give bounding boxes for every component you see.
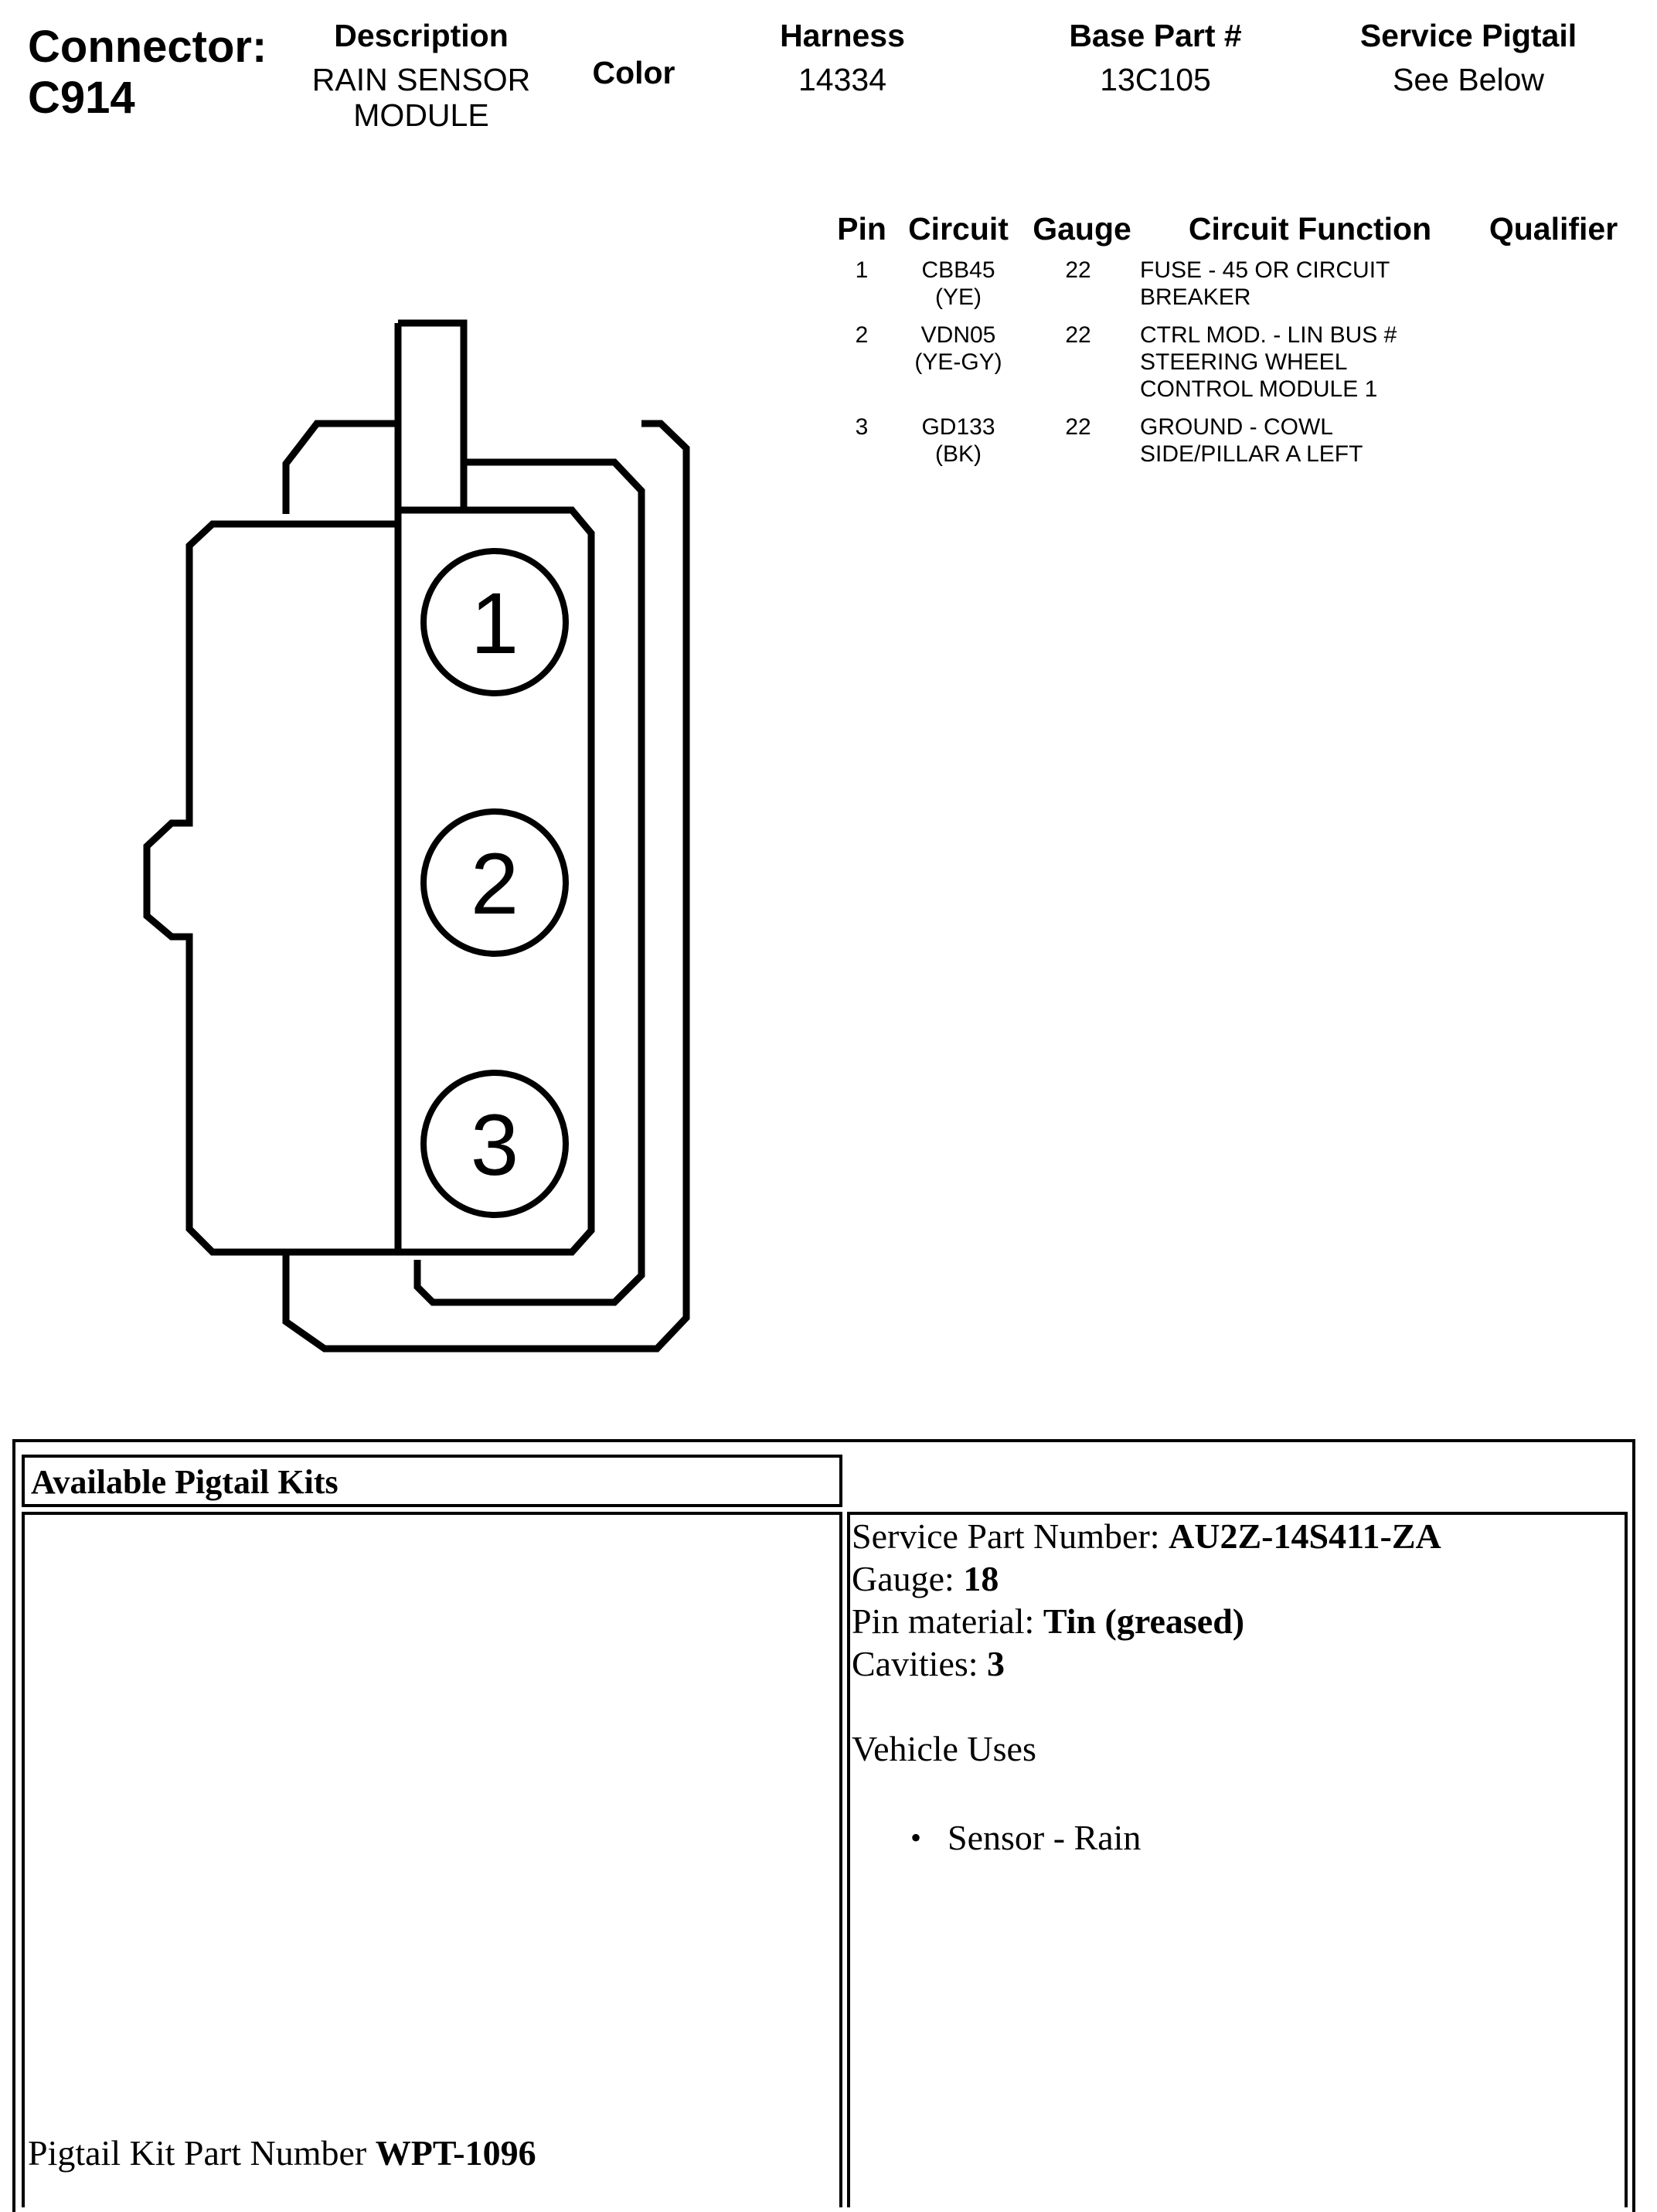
circuit-color: (BK)	[935, 441, 982, 467]
pin-label-2: 2	[471, 835, 519, 932]
function-line: GROUND - COWL	[1140, 414, 1333, 440]
section-title: Available Pigtail Kits	[22, 1455, 842, 1507]
pin-label-3: 3	[471, 1097, 519, 1193]
connector-id: C914	[28, 73, 135, 123]
circuit-function-header: Circuit Function	[1188, 211, 1432, 247]
pin-number: 3	[855, 414, 869, 440]
pin-material-line: Pin material: Tin (greased)	[852, 1600, 1617, 1642]
color-label: Color	[592, 55, 675, 90]
pin-number: 2	[855, 322, 869, 348]
circuit-code: GD133	[921, 414, 995, 440]
pin-material-value: Tin (greased)	[1043, 1601, 1245, 1641]
pin-cavity-1	[420, 548, 569, 696]
pigtail-image-panel	[22, 1512, 842, 2207]
connector-face-diagram: 1 2 3	[143, 319, 690, 1353]
gauge-line: Gauge: 18	[852, 1557, 1617, 1600]
function-line: SIDE/PILLAR A LEFT	[1140, 441, 1363, 467]
description-value: RAIN SENSOR MODULE	[311, 62, 531, 133]
function-line: BREAKER	[1140, 284, 1251, 310]
kit-part-label: Pigtail Kit Part Number	[28, 2133, 376, 2173]
circuit-code: VDN05	[920, 322, 996, 348]
service-pigtail-label: Service Pigtail	[1359, 18, 1577, 53]
gauge-header: Gauge	[1033, 211, 1131, 247]
pin-material-label: Pin material:	[852, 1601, 1043, 1641]
gauge-label: Gauge:	[852, 1559, 964, 1598]
service-pigtail-value: See Below	[1392, 62, 1544, 97]
service-part-label: Service Part Number:	[852, 1516, 1169, 1556]
base-part-label: Base Part #	[1069, 18, 1242, 53]
gauge-value: 22	[1065, 322, 1091, 348]
pin-cavity-3	[420, 1070, 569, 1218]
function-line: STEERING WHEEL	[1140, 349, 1348, 375]
harness-label: Harness	[780, 18, 905, 53]
circuit-color: (YE-GY)	[914, 349, 1002, 375]
upper-lip	[282, 420, 645, 1306]
kit-part-number: Pigtail Kit Part Number WPT-1096	[28, 2132, 832, 2174]
service-part-value: AU2Z-14S411-ZA	[1169, 1516, 1441, 1556]
vehicle-use-item: Sensor - Rain	[852, 1816, 1617, 1859]
pin-number: 1	[855, 257, 869, 283]
cavities-label: Cavities:	[852, 1644, 988, 1683]
function-line: FUSE - 45 OR CIRCUIT	[1140, 257, 1390, 283]
circuit-function: CTRL MOD. - LIN BUS # STEERING WHEEL CON…	[1140, 322, 1465, 403]
service-part-line: Service Part Number: AU2Z-14S411-ZA	[852, 1515, 1617, 1557]
function-line: CTRL MOD. - LIN BUS #	[1140, 322, 1397, 348]
gauge-value: 22	[1065, 257, 1091, 283]
harness-value: 14334	[798, 62, 886, 97]
pin-label-1: 1	[471, 575, 519, 672]
vehicle-uses-label: Vehicle Uses	[852, 1729, 1036, 1768]
circuit-header: Circuit	[908, 211, 1009, 247]
circuit-function: FUSE - 45 OR CIRCUIT BREAKER	[1140, 257, 1465, 311]
pigtail-section	[12, 1439, 1635, 2212]
pin-cavity-2	[420, 808, 569, 957]
pin-frame	[394, 506, 595, 1256]
pin-header: Pin	[837, 211, 886, 247]
cavities-value: 3	[987, 1644, 1005, 1683]
connector-title: Connector: C914	[28, 22, 267, 124]
gauge-value: 22	[1065, 414, 1091, 440]
description-label: Description	[334, 18, 509, 53]
base-part-value: 13C105	[1100, 62, 1211, 97]
cavities-line: Cavities: 3	[852, 1642, 1617, 1685]
kit-part-value: WPT-1096	[375, 2133, 536, 2173]
function-line: CONTROL MODULE 1	[1140, 376, 1378, 402]
pigtail-details: Service Part Number: AU2Z-14S411-ZA Gaug…	[852, 1515, 1617, 1859]
housing-body	[143, 520, 398, 1256]
gauge-value: 18	[963, 1559, 999, 1598]
outer-shell	[282, 420, 690, 1353]
circuit-function: GROUND - COWL SIDE/PILLAR A LEFT	[1140, 413, 1465, 468]
connector-label: Connector:	[28, 22, 267, 72]
circuit-color: (YE)	[935, 284, 982, 310]
qualifier-header: Qualifier	[1489, 211, 1618, 247]
pigtail-details-panel	[847, 1512, 1628, 2207]
circuit-code: CBB45	[921, 257, 995, 283]
vehicle-uses-list: Sensor - Rain	[852, 1816, 1617, 1859]
housing-tab	[394, 319, 468, 524]
